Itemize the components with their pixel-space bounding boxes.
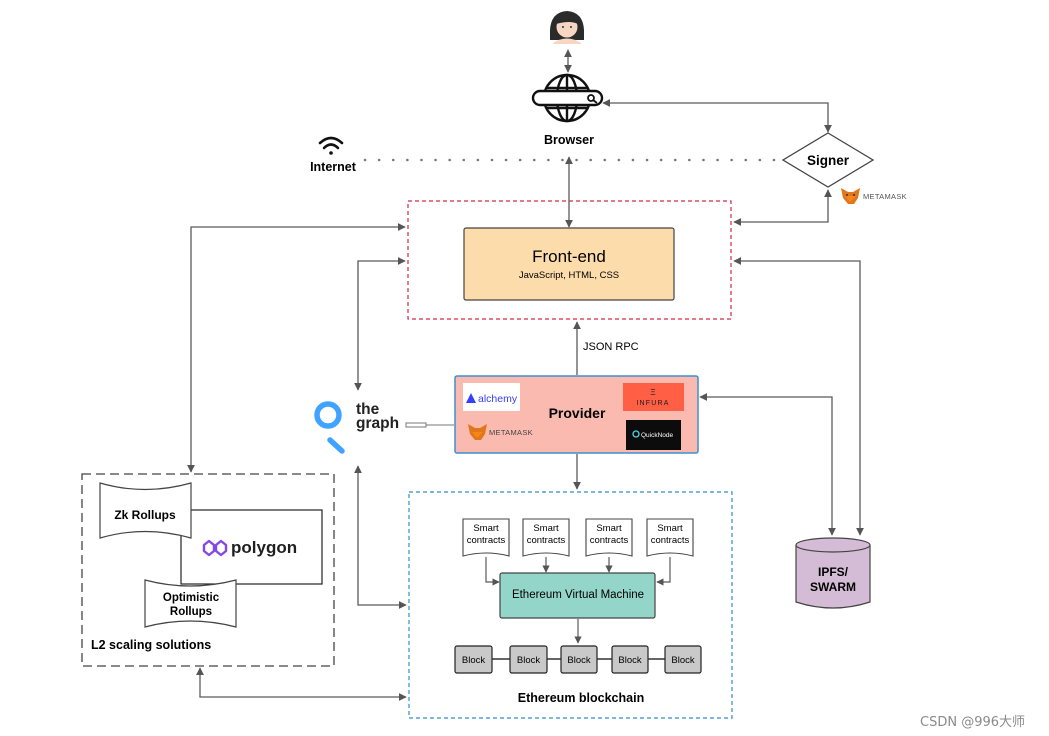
smart-contract-item: Smart contracts (585, 518, 633, 557)
smart-contract-item: Smart contracts (462, 518, 510, 557)
svg-text:Smart: Smart (596, 523, 622, 534)
optimistic-rollups-box (144, 579, 237, 628)
svg-text:Block: Block (517, 655, 540, 666)
metamask-fox-icon (841, 188, 860, 204)
svg-text:contracts: contracts (590, 535, 629, 546)
svg-text:Block: Block (462, 655, 485, 666)
frontend-title: Front-end (532, 247, 606, 266)
user-avatar-icon (550, 11, 584, 44)
zk-rollups-box (99, 482, 192, 539)
block-item: Block (611, 645, 649, 674)
evm-box (499, 572, 656, 619)
blockchain-boundary (408, 491, 733, 719)
blockchain-label: Ethereum blockchain (518, 691, 644, 705)
svg-text:contracts: contracts (651, 535, 690, 546)
signer-node (781, 132, 875, 188)
evm-label: Ethereum Virtual Machine (512, 589, 644, 601)
connector-frontend-thegraph (354, 257, 406, 391)
svg-text:QuickNode: QuickNode (641, 432, 674, 439)
browser-label: Browser (544, 133, 594, 147)
quicknode-logo: QuickNode (626, 420, 681, 450)
ipfs-line1: IPFS/ (818, 565, 849, 579)
connector-l2-blockchain (196, 667, 407, 701)
svg-text:Block: Block (671, 655, 694, 666)
infura-logo: Ξ INFURA (623, 383, 684, 411)
block-item: Block (454, 645, 493, 674)
optimistic-rollups-line2: Rollups (170, 606, 212, 618)
optimistic-rollups-line1: Optimistic (163, 592, 220, 604)
contracts-to-evm-arrows (485, 557, 671, 644)
provider-label: Provider (549, 405, 606, 421)
connector-provider-ipfs (699, 393, 836, 536)
connector-frontend-ipfs (733, 257, 864, 536)
smart-contract-item: Smart contracts (646, 518, 694, 557)
signer-metamask-logo: METAMASK (863, 192, 907, 201)
frontend-boundary (407, 200, 732, 320)
thegraph-line2: graph (356, 415, 399, 432)
svg-text:alchemy: alchemy (478, 393, 518, 405)
block-item: Block (664, 645, 702, 674)
internet-label: Internet (310, 160, 357, 174)
l2-label: L2 scaling solutions (91, 638, 211, 652)
svg-text:contracts: contracts (467, 535, 506, 546)
ipfs-swarm-cylinder (795, 537, 871, 609)
block-item: Block (560, 645, 598, 674)
connector-frontend-l2 (187, 223, 406, 473)
csdn-watermark: CSDN @996大师 (920, 715, 1026, 730)
svg-text:INFURA: INFURA (636, 400, 669, 407)
svg-text:Smart: Smart (657, 523, 683, 534)
l2-boundary (81, 473, 335, 667)
thegraph-logo-icon (314, 401, 345, 454)
globe-search-icon (531, 73, 604, 123)
connector-signer-frontend (733, 189, 832, 226)
thegraph-line1: the (356, 401, 380, 418)
wifi-icon (318, 136, 344, 155)
zk-rollups-label: Zk Rollups (114, 508, 176, 522)
svg-text:Ξ: Ξ (650, 388, 655, 397)
svg-text:contracts: contracts (527, 535, 566, 546)
thegraph-connector-tab (405, 422, 427, 428)
svg-text:Smart: Smart (533, 523, 559, 534)
polygon-logo-icon (202, 539, 228, 557)
polygon-label: polygon (231, 538, 297, 557)
json-rpc-label: JSON RPC (583, 341, 639, 353)
svg-text:METAMASK: METAMASK (489, 428, 533, 437)
ipfs-line2: SWARM (810, 580, 856, 594)
frontend-subtitle: JavaScript, HTML, CSS (519, 270, 619, 281)
svg-text:Smart: Smart (473, 523, 499, 534)
connector-browser-signer (602, 99, 832, 133)
connector-thegraph-blockchain (354, 465, 407, 609)
provider-metamask-logo: METAMASK (468, 424, 533, 440)
frontend-box (463, 227, 675, 301)
svg-text:Block: Block (618, 655, 641, 666)
smart-contract-item: Smart contracts (522, 518, 570, 557)
svg-text:Block: Block (567, 655, 590, 666)
block-item: Block (509, 645, 548, 674)
signer-label: Signer (807, 153, 850, 168)
alchemy-logo: alchemy (463, 383, 520, 411)
